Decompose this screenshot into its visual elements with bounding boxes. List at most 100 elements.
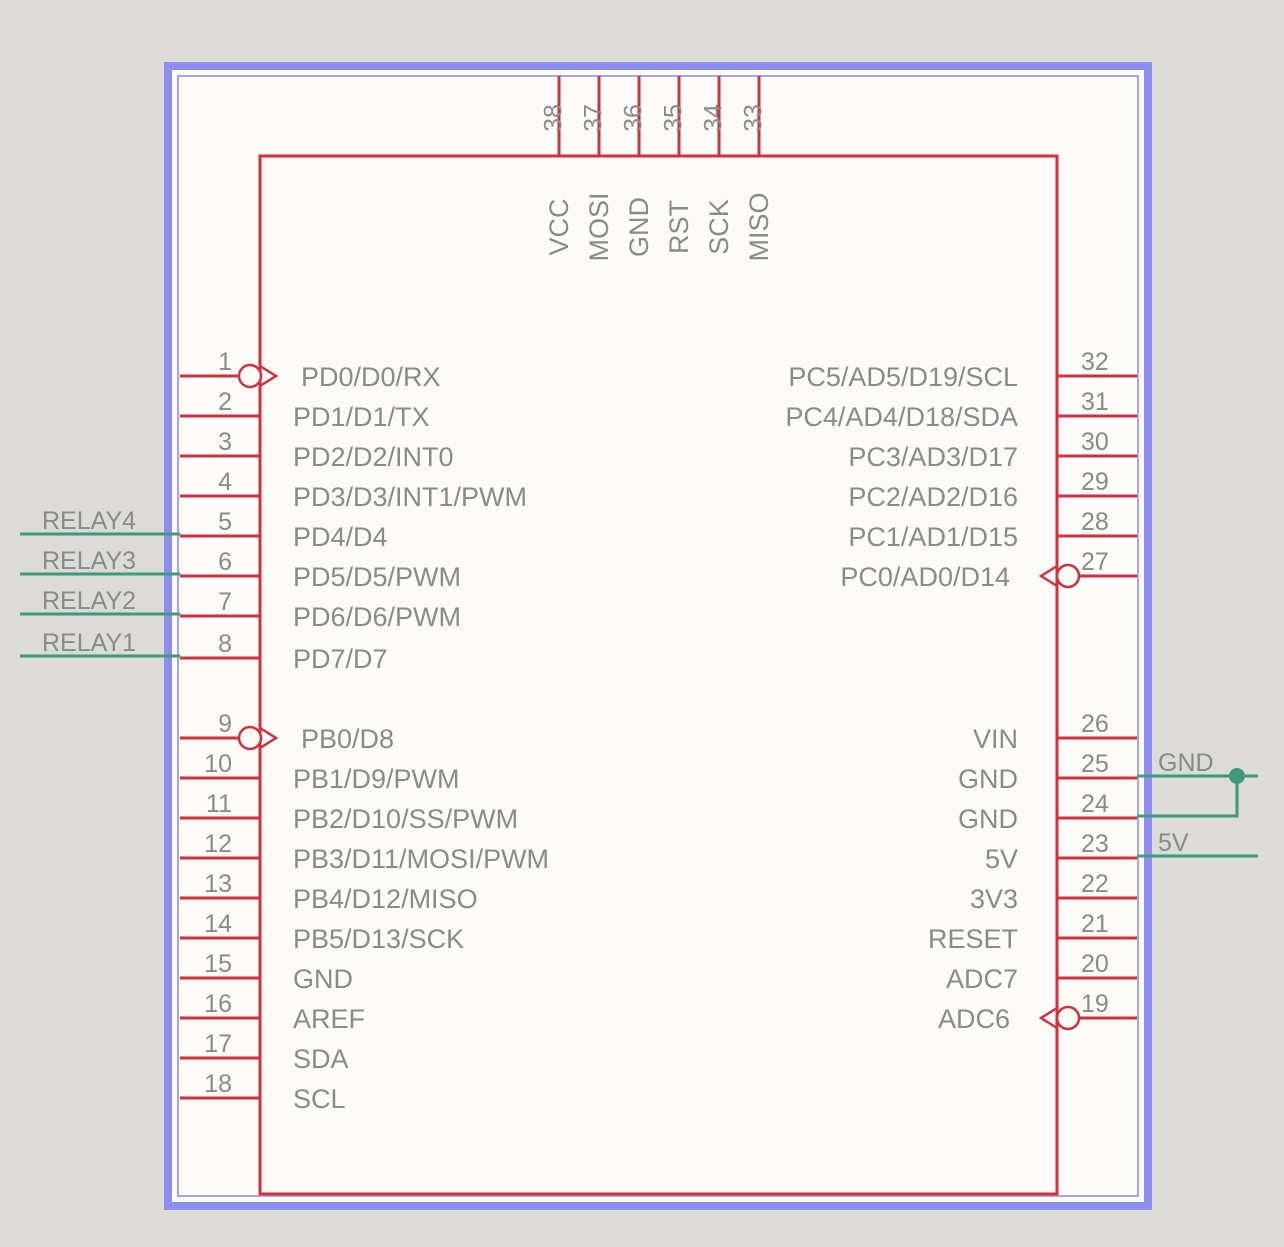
pin-13-name: PB4/D12/MISO xyxy=(293,884,478,914)
gnd-tie-wire xyxy=(1137,776,1239,818)
pin-31-name: PC4/AD4/D18/SDA xyxy=(785,402,1018,432)
pin-38-name: VCC xyxy=(544,198,574,255)
pin-37-name: MOSI xyxy=(584,192,614,261)
pin-30-name: PC3/AD3/D17 xyxy=(848,442,1018,472)
pin-19-number: 19 xyxy=(1081,990,1109,1018)
pin-29-number: 29 xyxy=(1081,468,1109,496)
pin-14-number: 14 xyxy=(204,910,232,938)
pin-32-number: 32 xyxy=(1081,348,1109,376)
sheet-frame-outer xyxy=(164,62,1152,1210)
pin-32-name: PC5/AD5/D19/SCL xyxy=(788,362,1018,392)
pin-18-name: SCL xyxy=(293,1084,346,1114)
pin-22-name: 3V3 xyxy=(970,884,1018,914)
pin-14-name: PB5/D13/SCK xyxy=(293,924,464,954)
net-label-relay1: RELAY1 xyxy=(42,629,136,657)
pin-28-name: PC1/AD1/D15 xyxy=(848,522,1018,552)
pin-24-number: 24 xyxy=(1081,790,1109,818)
pin-27-inversion-bubble xyxy=(1055,563,1081,589)
pin-21-name: RESET xyxy=(928,924,1018,954)
pin-16-number: 16 xyxy=(204,990,232,1018)
pin-9-clock-marker xyxy=(259,726,279,750)
pin-21-number: 21 xyxy=(1081,910,1109,938)
pin-12-name: PB3/D11/MOSI/PWM xyxy=(293,844,549,874)
pin-20-number: 20 xyxy=(1081,950,1109,978)
pin-35-number: 35 xyxy=(660,104,688,132)
sheet-frame-inner xyxy=(177,75,1139,1197)
pin-27-number: 27 xyxy=(1081,548,1109,576)
pin-12-number: 12 xyxy=(204,830,232,858)
pin-3-name: PD2/D2/INT0 xyxy=(293,442,454,472)
pin-34-name: SCK xyxy=(704,199,734,255)
pin-1-clock-marker xyxy=(259,364,279,388)
pin-13-number: 13 xyxy=(204,870,232,898)
pin-19-clock-marker xyxy=(1038,1006,1058,1030)
net-label-relay3: RELAY3 xyxy=(42,547,136,575)
pin-36-name: GND xyxy=(624,197,654,257)
pin-16-name: AREF xyxy=(293,1004,365,1034)
pin-34-number: 34 xyxy=(700,104,728,132)
pin-1-inversion-bubble xyxy=(237,363,263,389)
pin-6-name: PD5/D5/PWM xyxy=(293,562,461,592)
pin-2-number: 2 xyxy=(218,388,232,416)
pin-7-name: PD6/D6/PWM xyxy=(293,602,461,632)
pin-25-number: 25 xyxy=(1081,750,1109,778)
pin-22-number: 22 xyxy=(1081,870,1109,898)
pin-1-name: PD0/D0/RX xyxy=(301,362,441,392)
pin-35-name: RST xyxy=(664,200,694,254)
pin-11-name: PB2/D10/SS/PWM xyxy=(293,804,518,834)
pin-9-name: PB0/D8 xyxy=(301,724,394,754)
pin-24-name: GND xyxy=(958,804,1018,834)
pin-17-number: 17 xyxy=(204,1030,232,1058)
pin-38-number: 38 xyxy=(540,104,568,132)
pin-2-name: PD1/D1/TX xyxy=(293,402,430,432)
pin-26-number: 26 xyxy=(1081,710,1109,738)
pin-17-name: SDA xyxy=(293,1044,349,1074)
pin-15-number: 15 xyxy=(204,950,232,978)
pin-22: 22 3V3 xyxy=(970,870,1137,914)
pin-8-number: 8 xyxy=(218,630,232,658)
pin-6-number: 6 xyxy=(218,548,232,576)
pin-27-name: PC0/AD0/D14 xyxy=(840,562,1010,592)
net-label-relay4: RELAY4 xyxy=(42,507,136,535)
pin-37-number: 37 xyxy=(580,104,608,132)
pin-36-number: 36 xyxy=(620,104,648,132)
pin-3-number: 3 xyxy=(218,428,232,456)
pin-9-inversion-bubble xyxy=(237,725,263,751)
net-label-relay2: RELAY2 xyxy=(42,587,136,615)
pin-26-name: VIN xyxy=(973,724,1018,754)
gnd-junction-dot xyxy=(1229,768,1245,784)
pin-5-number: 5 xyxy=(218,508,232,536)
pin-33-name: MISO xyxy=(744,192,774,261)
pin-25-name: GND xyxy=(958,764,1018,794)
